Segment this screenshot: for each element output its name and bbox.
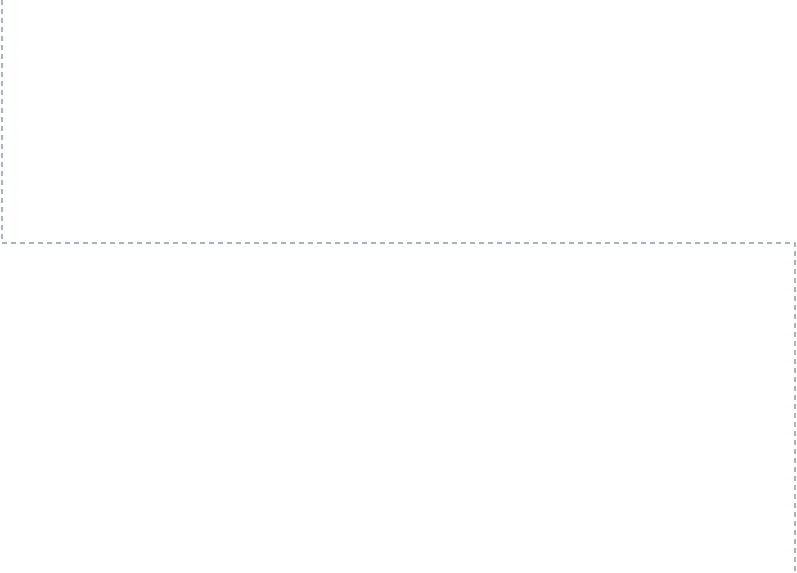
diagram-canvas xyxy=(0,0,797,573)
canvas-background xyxy=(0,0,797,573)
elbow-connector-line xyxy=(1,0,796,573)
